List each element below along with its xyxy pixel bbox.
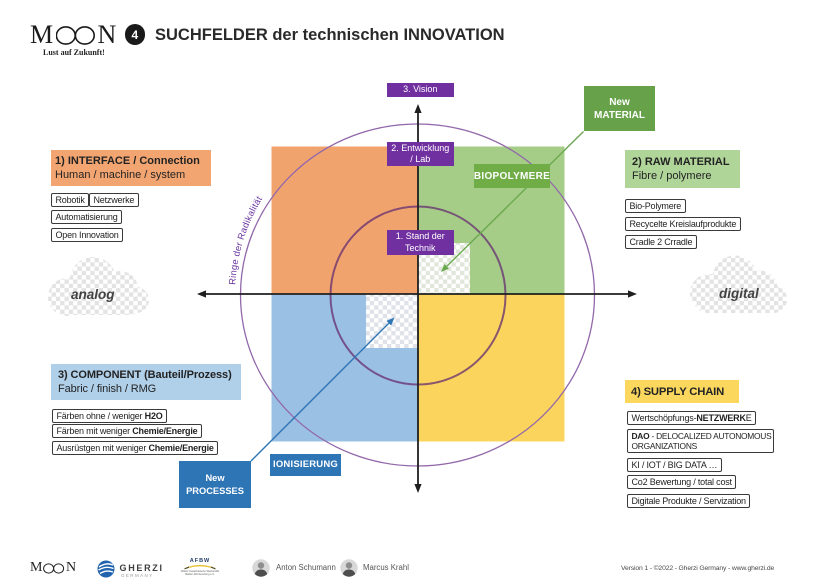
svg-text:Ringe der Radikalität: Ringe der Radikalität — [227, 194, 264, 285]
